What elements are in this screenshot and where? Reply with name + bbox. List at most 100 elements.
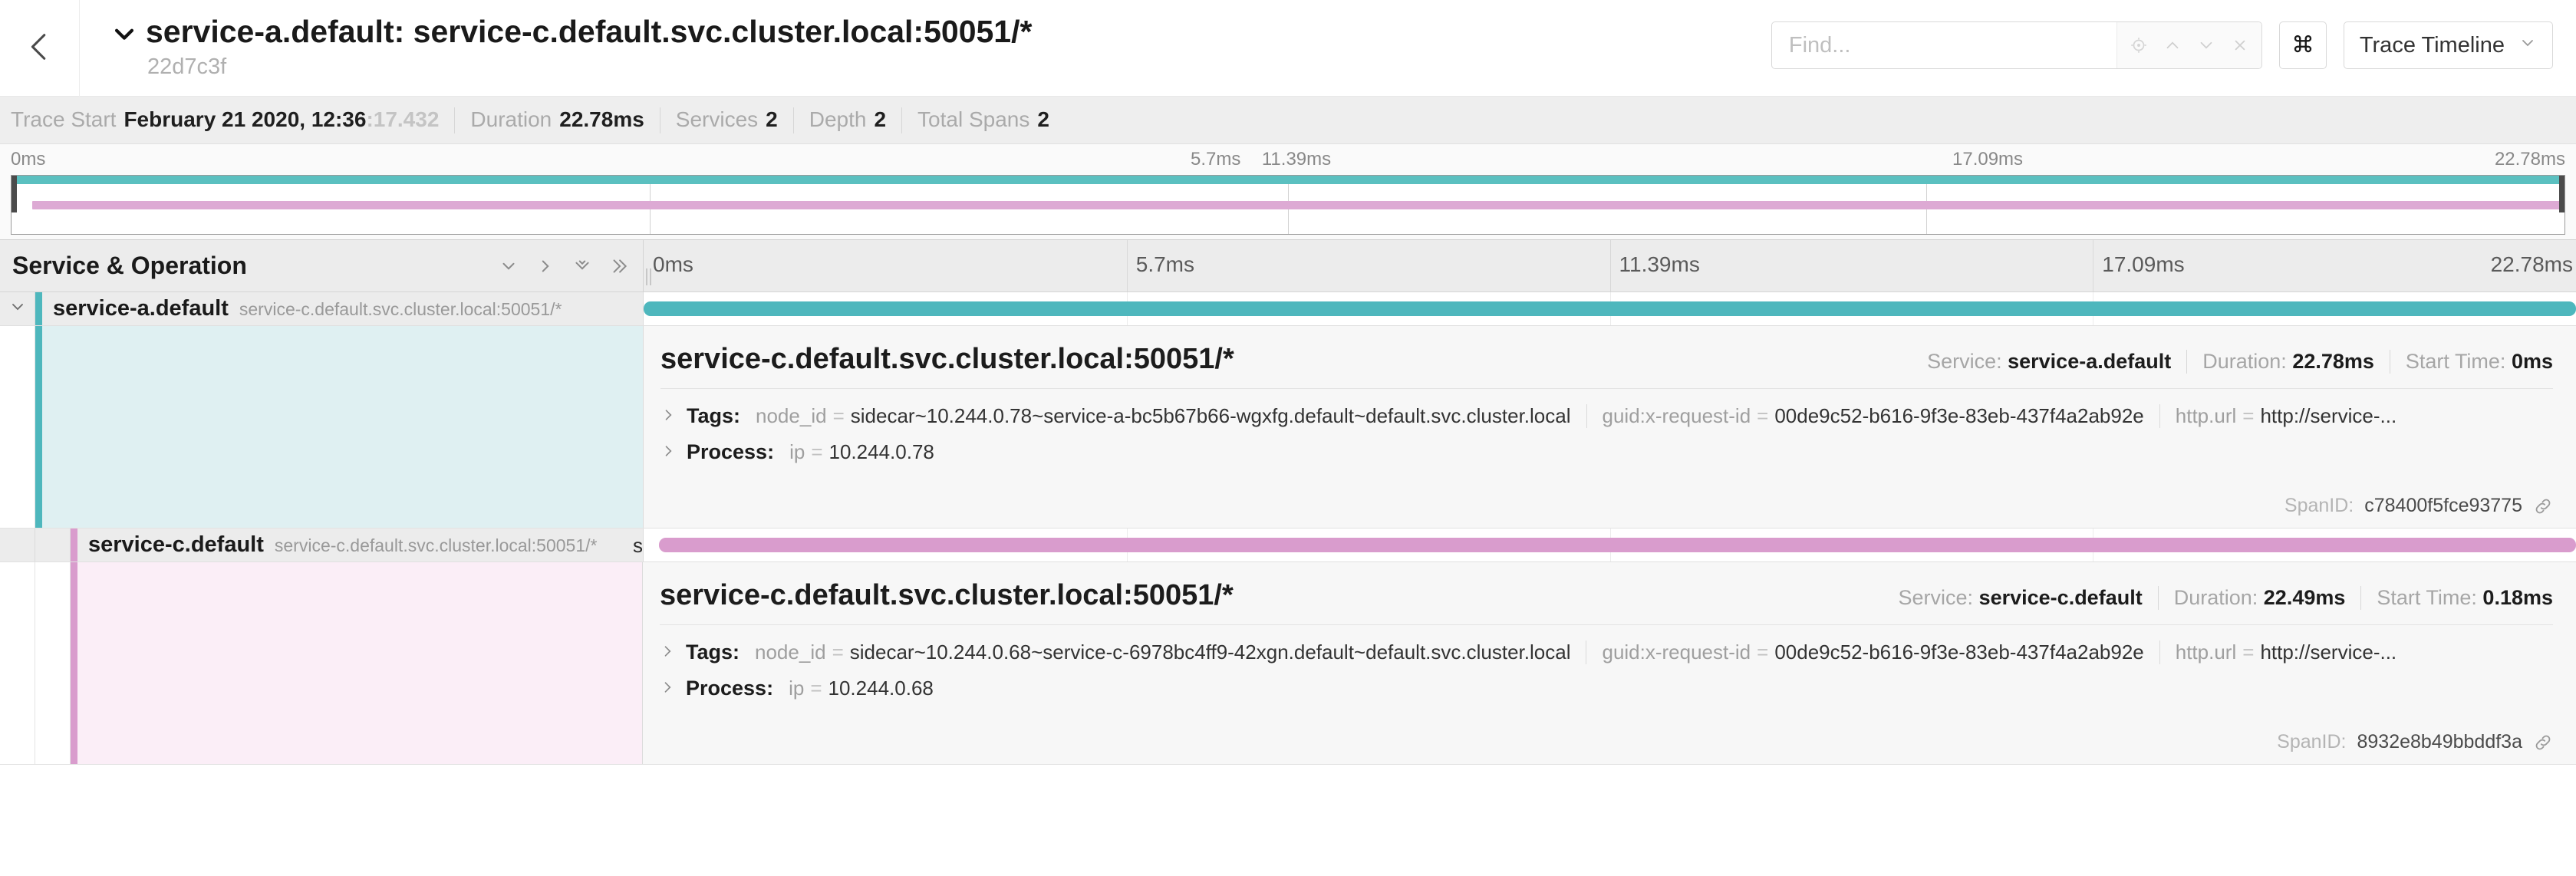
span-bar-duration-label: s: [633, 534, 643, 557]
tag-key: guid:x-request-id: [1602, 404, 1751, 427]
column-title: Service & Operation: [12, 252, 247, 279]
detail-gutter: [35, 562, 71, 764]
minimap-drag-handle-right[interactable]: [2559, 176, 2564, 212]
minimap-tick: 17.09ms: [1952, 149, 2024, 170]
info-label: Total Spans: [917, 107, 1030, 131]
equals-sign: =: [832, 641, 844, 664]
tag-item: guid:x-request-id = 00de9c52-b616-9f3e-8…: [1586, 641, 2160, 664]
meta-value: 22.78ms: [2292, 350, 2374, 373]
span-color-accent: [35, 292, 42, 325]
chevron-right-icon[interactable]: [660, 641, 675, 664]
detail-footer: SpanID: 8932e8b49bbddf3a: [660, 717, 2553, 753]
minimap-tick: 22.78ms: [2494, 149, 2565, 170]
minimap-tick: 0ms: [11, 149, 46, 170]
minimap-tick: 11.39ms: [1261, 149, 1332, 170]
trace-collapse-toggle[interactable]: [103, 14, 146, 54]
info-label: Trace Start: [11, 107, 117, 131]
detail-service: Service: service-a.default: [1912, 350, 2188, 374]
meta-value: service-c.default: [1978, 586, 2143, 609]
span-row-label[interactable]: service-c.default service-c.default.svc.…: [0, 529, 643, 561]
view-mode-select[interactable]: Trace Timeline: [2343, 21, 2553, 69]
detail-kv-block: Tags: node_id = sidecar~10.244.0.78~serv…: [660, 404, 2553, 464]
link-icon[interactable]: [2533, 496, 2553, 516]
tag-item: http.url = http://service-...: [2160, 404, 2412, 428]
tags-row[interactable]: Tags: node_id = sidecar~10.244.0.78~serv…: [660, 404, 2553, 428]
meta-value: 0ms: [2511, 350, 2553, 373]
info-value: 2: [874, 107, 887, 131]
detail-tint: [42, 326, 643, 528]
span-bar-track[interactable]: s: [633, 529, 2576, 561]
minimap-span-bar: [31, 201, 2564, 209]
minimap-ticks: 0ms 5.7ms 11.39ms 17.09ms 22.78ms: [0, 144, 2576, 175]
title-block: service-a.default: service-c.default.svc…: [80, 0, 1771, 82]
detail-footer: SpanID: c78400f5fce93775: [660, 481, 2553, 517]
minimap-viewport[interactable]: [11, 175, 2565, 235]
info-depth: Depth 2: [794, 107, 903, 133]
tags-items: node_id = sidecar~10.244.0.68~service-c-…: [750, 641, 2412, 664]
span-service-name: service-c.default: [88, 532, 264, 557]
tags-items: node_id = sidecar~10.244.0.78~service-a-…: [751, 404, 2412, 428]
link-icon[interactable]: [2533, 733, 2553, 753]
column-resize-handle[interactable]: [643, 268, 654, 288]
keyboard-shortcuts-button[interactable]: [2278, 21, 2327, 69]
back-button[interactable]: [0, 0, 80, 97]
info-label: Services: [675, 107, 759, 131]
chevron-down-icon: [2518, 34, 2537, 58]
meta-key: Service:: [1898, 586, 1974, 609]
minimap-drag-handle-left[interactable]: [12, 176, 17, 212]
detail-color-accent: [71, 562, 77, 764]
meta-value: 22.49ms: [2263, 586, 2346, 609]
close-icon[interactable]: [2223, 22, 2257, 68]
chevron-right-icon[interactable]: [660, 677, 675, 700]
target-icon[interactable]: [2122, 22, 2156, 68]
find-tools: [2116, 22, 2261, 68]
chevron-right-icon[interactable]: [660, 440, 676, 464]
span-expand-toggle[interactable]: [35, 529, 71, 561]
info-value: February 21 2020, 12:36:17.432: [124, 107, 440, 131]
process-row[interactable]: Process: ip = 10.244.0.68: [660, 677, 2553, 700]
span-duration-bar[interactable]: [659, 538, 2576, 552]
chevron-up-icon[interactable]: [2156, 22, 2189, 68]
chevron-right-icon[interactable]: [660, 404, 676, 428]
detail-duration: Duration: 22.78ms: [2187, 350, 2390, 374]
ruler-tick: 0ms: [653, 252, 693, 276]
span-detail-panel: service-c.default.svc.cluster.local:5005…: [0, 562, 2576, 765]
span-expand-toggle[interactable]: [0, 292, 35, 325]
detail-kv-block: Tags: node_id = sidecar~10.244.0.68~serv…: [660, 641, 2553, 700]
info-duration: Duration 22.78ms: [455, 107, 660, 133]
chevron-down-icon: [8, 298, 27, 320]
detail-color-accent: [35, 326, 42, 528]
process-row[interactable]: Process: ip = 10.244.0.78: [660, 440, 2553, 464]
tags-row[interactable]: Tags: node_id = sidecar~10.244.0.68~serv…: [660, 641, 2553, 664]
process-items: ip = 10.244.0.78: [785, 440, 950, 464]
info-trace-start: Trace Start February 21 2020, 12:36:17.4…: [11, 107, 456, 133]
span-row-label[interactable]: service-a.default service-c.default.svc.…: [0, 292, 643, 325]
tag-value: http://service-...: [2260, 404, 2397, 427]
page-title: service-a.default: service-c.default.svc…: [146, 14, 1033, 49]
equals-sign: =: [810, 677, 822, 700]
detail-header: service-c.default.svc.cluster.local:5005…: [660, 343, 2553, 389]
span-color-accent: [71, 529, 77, 561]
trace-info-bar: Trace Start February 21 2020, 12:36:17.4…: [0, 97, 2576, 144]
equals-sign: =: [2242, 404, 2255, 427]
chevron-down-icon[interactable]: [492, 249, 525, 284]
double-chevron-right-icon[interactable]: [603, 249, 635, 284]
span-row[interactable]: service-c.default service-c.default.svc.…: [0, 529, 2576, 562]
meta-key: Start Time:: [2405, 350, 2506, 373]
detail-duration: Duration: 22.49ms: [2159, 586, 2362, 610]
span-duration-bar[interactable]: [644, 301, 2576, 316]
equals-sign: =: [1757, 641, 1769, 664]
span-bar-track[interactable]: [643, 292, 2576, 325]
detail-content: service-c.default.svc.cluster.local:5005…: [642, 562, 2576, 764]
find-bar: [1771, 21, 2262, 69]
span-operation-name: service-c.default.svc.cluster.local:5005…: [274, 535, 598, 555]
search-input[interactable]: [1771, 22, 2116, 68]
span-row[interactable]: service-a.default service-c.default.svc.…: [0, 292, 2576, 326]
trace-minimap[interactable]: 0ms 5.7ms 11.39ms 17.09ms 22.78ms: [0, 144, 2576, 240]
chevron-right-icon[interactable]: [529, 249, 562, 284]
minimap-tick: 5.7ms: [1191, 149, 1241, 170]
chevron-down-icon[interactable]: [2189, 22, 2223, 68]
tag-key: http.url: [2175, 404, 2237, 427]
span-id-label: SpanID:: [2277, 731, 2347, 753]
double-chevron-down-icon[interactable]: [566, 249, 598, 284]
